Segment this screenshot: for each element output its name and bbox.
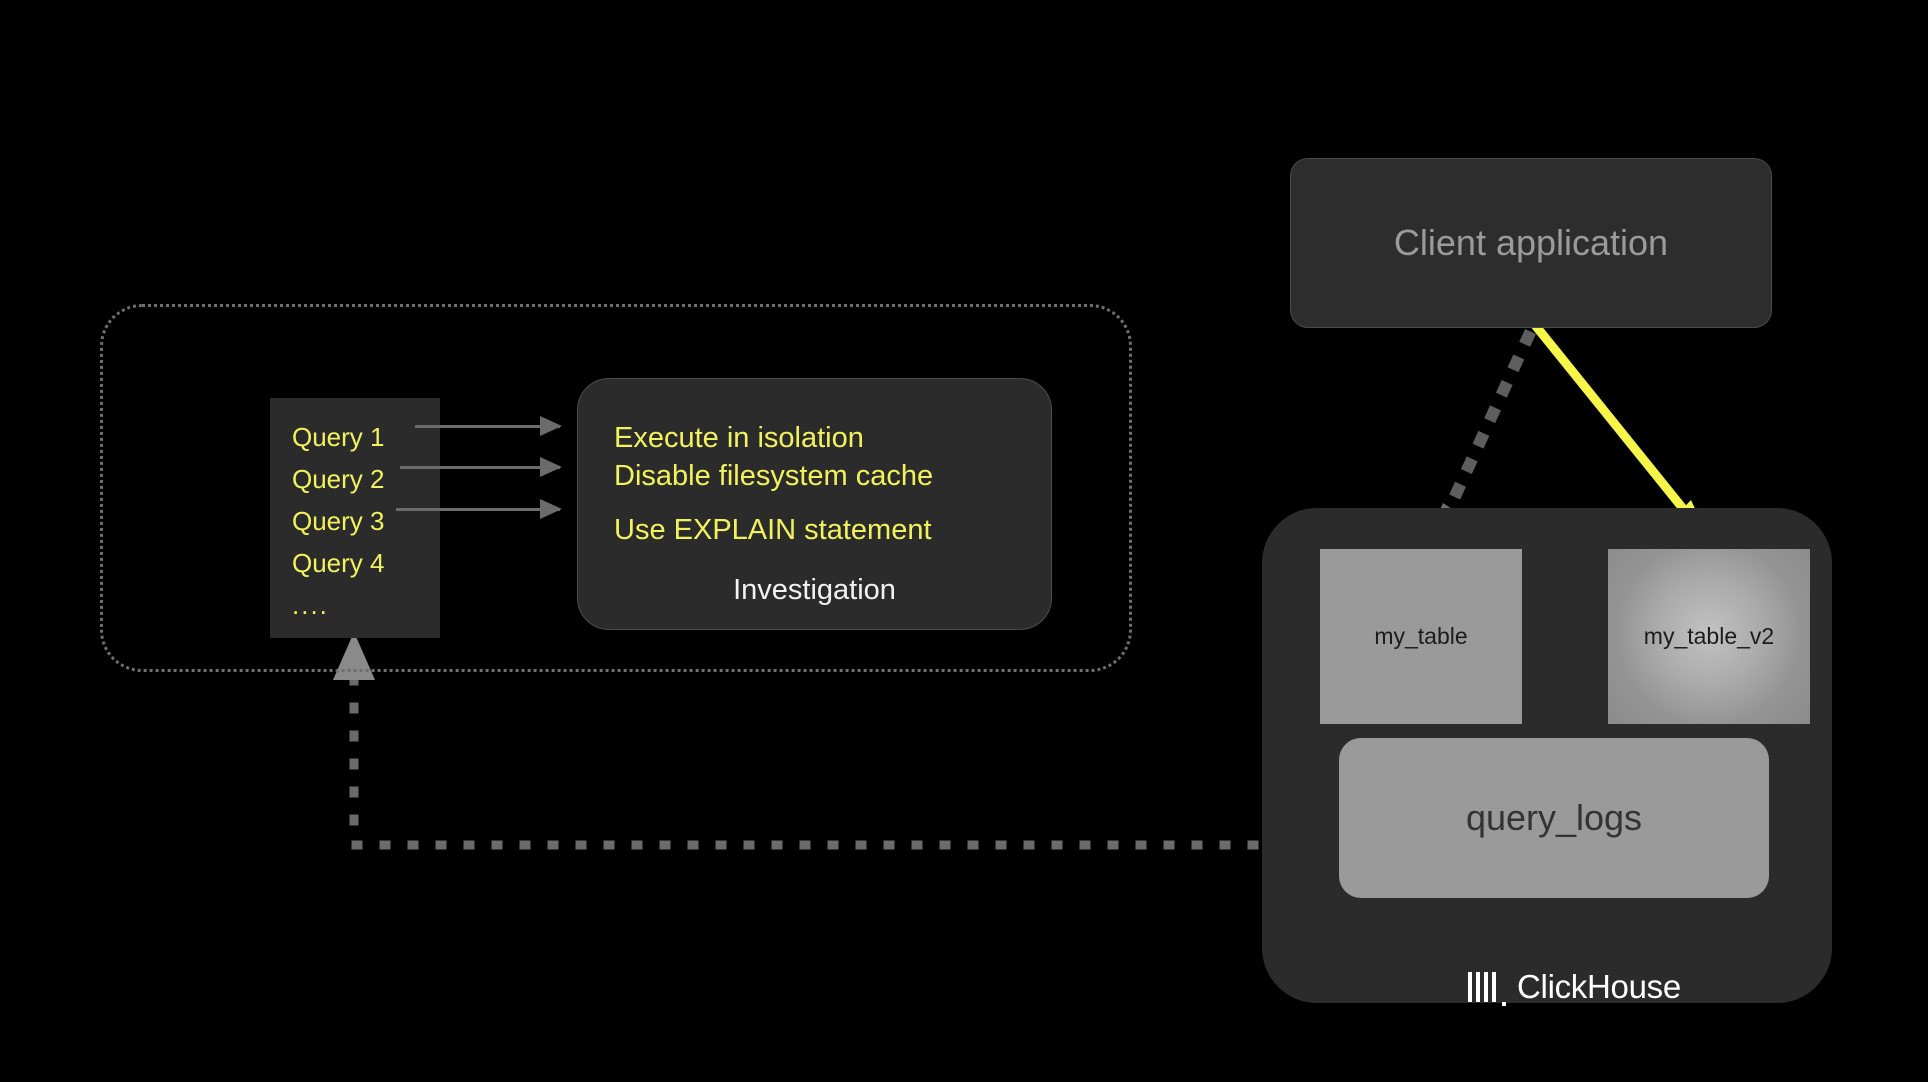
table-box-my-table-v2: my_table_v2 <box>1608 549 1810 724</box>
table-label: my_table <box>1374 623 1468 649</box>
investigation-line: Execute in isolation <box>614 422 864 454</box>
table-box-my-table: my_table <box>1320 549 1522 724</box>
investigation-panel-title: Investigation <box>733 574 896 606</box>
list-item: Query 3 <box>292 506 385 536</box>
list-item-ellipsis: .... <box>292 590 329 620</box>
list-item: Query 4 <box>292 548 385 578</box>
query-logs-label: query_logs <box>1465 797 1643 838</box>
clickhouse-wordmark: ClickHouse <box>1517 968 1681 1005</box>
arrow-query-1-to-investigation <box>415 416 562 436</box>
investigation-line: Disable filesystem cache <box>614 460 934 492</box>
clickhouse-dot-icon <box>1502 1002 1506 1006</box>
list-item: Query 1 <box>292 422 385 452</box>
investigation-line: Use EXPLAIN statement <box>614 514 932 546</box>
arrow-query-2-to-investigation <box>400 457 562 477</box>
investigation-group-container <box>100 304 1132 672</box>
query-logs-box: query_logs <box>1339 738 1769 898</box>
list-item: Query 2 <box>292 464 385 494</box>
arrow-query-3-to-investigation <box>396 499 562 519</box>
query-list-box: Query 1 Query 2 Query 3 Query 4 .... <box>270 398 440 638</box>
investigation-panel: Execute in isolation Disable filesystem … <box>577 378 1052 630</box>
client-application-box: Client application <box>1290 158 1772 328</box>
clickhouse-logo: ClickHouse <box>1468 968 1681 1006</box>
clickhouse-bars-icon <box>1468 972 1496 1002</box>
client-application-label: Client application <box>1393 222 1669 263</box>
table-label: my_table_v2 <box>1643 623 1775 649</box>
